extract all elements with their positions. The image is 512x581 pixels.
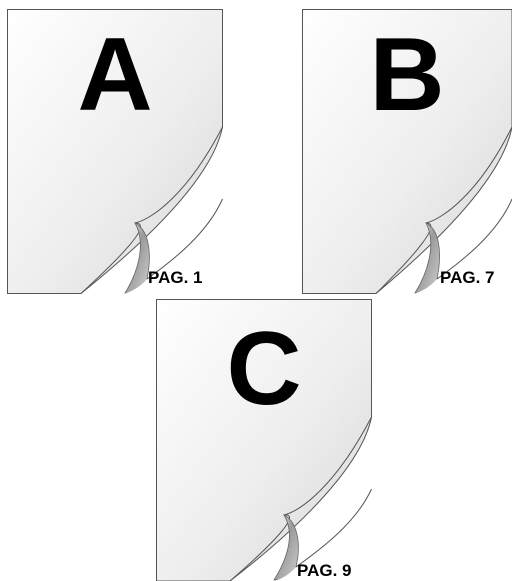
page-number-label: PAG. 7 (440, 269, 494, 286)
page-card-a: A PAG. 1 (7, 9, 223, 294)
page-card-b: B PAG. 7 (302, 9, 512, 294)
page-number-label: PAG. 1 (148, 269, 202, 286)
page-letter: C (156, 317, 372, 421)
page-letter: A (7, 23, 223, 127)
page-card-c: C PAG. 9 (156, 299, 372, 581)
page-letter: B (302, 23, 512, 127)
page-number-label: PAG. 9 (297, 562, 351, 579)
